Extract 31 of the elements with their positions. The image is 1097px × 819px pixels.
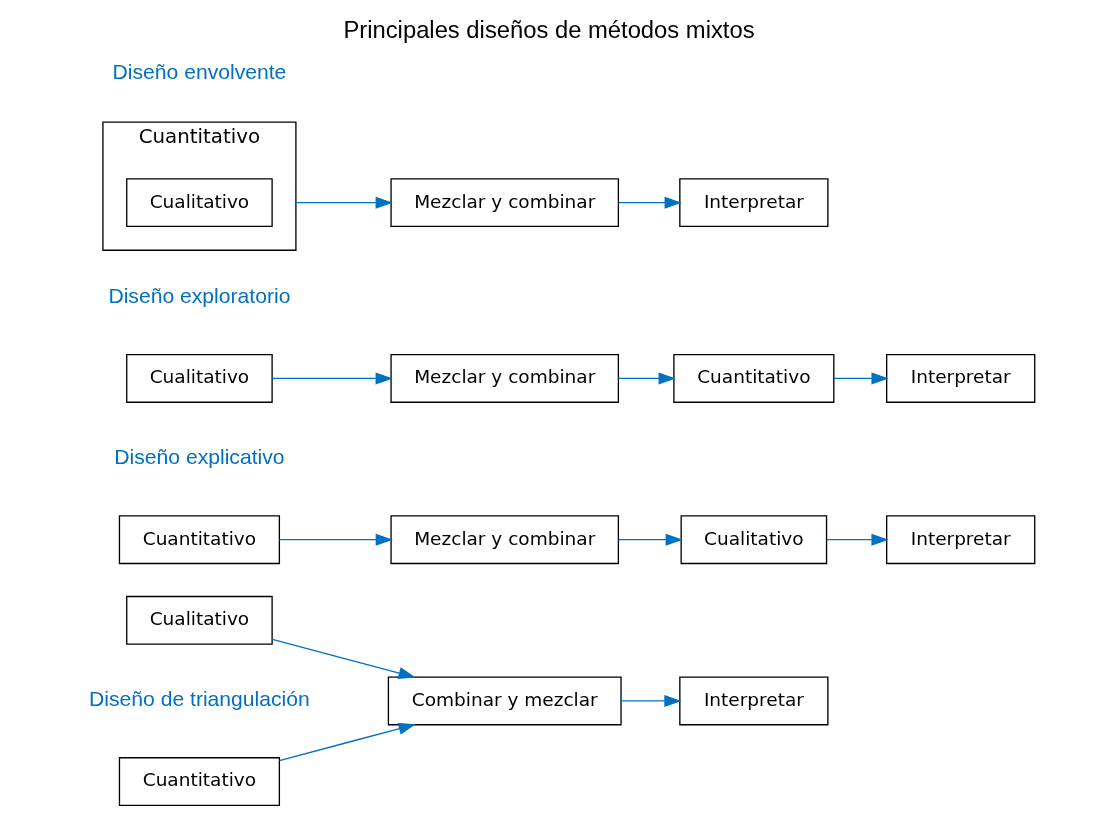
- arrow: [617, 196, 682, 209]
- diagram-title: Principales diseños de métodos mixtos: [342, 15, 755, 43]
- node-box: Interpretar: [678, 676, 829, 726]
- arrow: [271, 638, 416, 679]
- arrow: [617, 372, 676, 385]
- arrow: [294, 196, 393, 209]
- node-box: Cuantitativo: [118, 757, 280, 806]
- node-box: Mezclar y combinar: [389, 354, 619, 403]
- arrow: [832, 372, 889, 385]
- node-box: Interpretar: [885, 354, 1035, 403]
- label: Diseño explicativo: [113, 445, 285, 469]
- node-box: Cualitativo: [680, 515, 827, 565]
- node-box: Cualitativo: [125, 595, 273, 645]
- arrow: [617, 533, 683, 546]
- label: Diseño exploratorio: [107, 283, 290, 307]
- node-box: Combinar y mezclar: [387, 676, 622, 726]
- label: Diseño de triangulación: [88, 686, 310, 710]
- node-box: Mezclar y combinar: [389, 515, 619, 565]
- node-box: Interpretar: [678, 178, 829, 228]
- node-box: Mezclar y combinar: [389, 178, 619, 228]
- node-box: Cualitativo: [125, 178, 273, 228]
- arrow: [825, 533, 889, 546]
- arrow: [271, 372, 393, 385]
- arrow: [620, 694, 681, 707]
- node-box: Interpretar: [885, 515, 1035, 565]
- node-box: Cualitativo: [125, 354, 273, 403]
- node-box: Cuantitativo: [118, 515, 280, 565]
- label: Diseño envolvente: [112, 60, 286, 84]
- node-box: Cuantitativo: [672, 354, 834, 403]
- arrow: [278, 722, 416, 762]
- arrow: [278, 533, 393, 546]
